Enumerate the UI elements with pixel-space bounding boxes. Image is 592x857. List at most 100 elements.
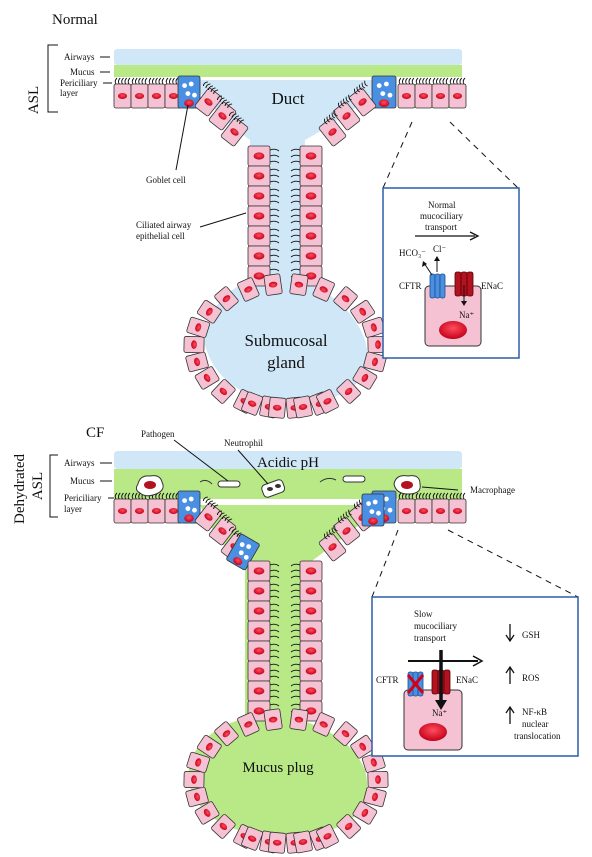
cilia	[114, 77, 131, 85]
ciliated-label-2: epithelial cell	[136, 231, 185, 241]
epithelial-cell	[194, 502, 223, 532]
epithelial-cell	[247, 225, 271, 247]
neutrophil-pointer	[237, 449, 269, 485]
epithelial-cell	[247, 560, 271, 582]
gsh-decrease-arrow	[505, 624, 515, 643]
epithelial-cell	[293, 395, 313, 419]
epithelial-cell	[299, 245, 323, 267]
mucus-plug-label: Mucus plug	[242, 760, 314, 776]
goblet-cell	[226, 533, 260, 571]
normal-cftr-channel	[429, 273, 446, 299]
cilia	[131, 492, 148, 500]
pathogen-pointer	[173, 439, 229, 482]
epithelial-cell	[147, 83, 166, 109]
epithelial-cell	[211, 379, 236, 404]
cilia	[202, 496, 219, 510]
epithelial-cell	[186, 316, 211, 338]
normal-enac-label: ENaC	[481, 281, 503, 291]
macrophage-pointer	[421, 486, 459, 491]
cf-airway-layer	[114, 451, 462, 469]
cf-dehydrated-label: Dehydrated	[12, 454, 28, 524]
epithelial-cell	[397, 83, 416, 109]
normal-inset: Normal mucociliary transport Cl⁻ HCO₃⁻	[382, 187, 520, 359]
cilia	[432, 77, 449, 85]
normal-title: Normal	[52, 12, 98, 28]
cf-inset: Slow mucociliary transport CFTR ENaC Na	[371, 596, 579, 757]
epithelial-cell	[299, 640, 323, 662]
cilia	[398, 492, 415, 500]
epithelial-cell	[350, 299, 376, 324]
normal-duct-lumen	[190, 80, 390, 405]
cilia	[432, 492, 449, 500]
normal-pcl-label-1: Periciliary	[60, 78, 98, 88]
cilia	[228, 526, 245, 540]
cf-pathogen-left	[199, 479, 241, 488]
epithelial-cell	[268, 831, 287, 854]
cf-mucus-label: Mucus	[70, 476, 95, 486]
epithelial-cell	[247, 145, 271, 167]
epithelial-cell	[183, 771, 205, 789]
epithelial-cell	[299, 165, 323, 187]
epithelial-cell	[299, 225, 323, 247]
cilia	[415, 77, 432, 85]
cl-label: Cl⁻	[433, 244, 447, 254]
epithelial-cell	[208, 101, 237, 131]
epithelial-cell	[299, 145, 323, 167]
cf-mucus-plug-fill	[188, 505, 385, 838]
cf-macrophage-right	[393, 475, 421, 495]
macrophage-label: Macrophage	[470, 485, 515, 495]
cf-cftr-label: CFTR	[376, 675, 399, 685]
cilia	[165, 492, 182, 500]
cilia	[415, 492, 432, 500]
cf-pathogen-right	[319, 475, 366, 483]
cl-arrowhead	[434, 256, 440, 261]
epithelial-cell	[214, 286, 239, 312]
hco3-label: HCO₃⁻	[399, 248, 426, 258]
ros-label: ROS	[522, 673, 540, 683]
cf-transport-2: mucociliary	[414, 621, 457, 631]
neutrophil-label: Neutrophil	[224, 438, 263, 448]
cilia	[216, 95, 233, 109]
cf-asl-label: ASL	[30, 472, 46, 500]
cf-na-label: Na⁺	[432, 708, 447, 718]
epithelial-cell	[352, 801, 378, 825]
epithelial-cell	[397, 498, 416, 524]
cf-pcl-label-1: Periciliary	[64, 493, 102, 503]
cilia	[114, 492, 131, 500]
nfkb-label-2: nuclear	[522, 719, 548, 729]
normal-transport-3: transport	[425, 222, 457, 232]
epithelial-cell	[113, 498, 132, 524]
epithelial-cell	[299, 600, 323, 622]
cf-transport-3: transport	[414, 633, 446, 643]
epithelial-cell	[352, 366, 378, 390]
cilia	[337, 94, 352, 109]
epithelial-cell	[247, 640, 271, 662]
epithelial-cell	[247, 680, 271, 702]
normal-asl-label: ASL	[26, 86, 42, 114]
epithelial-cell	[211, 814, 236, 839]
normal-na-arrowhead	[461, 301, 467, 306]
goblet-cell-label: Goblet cell	[146, 175, 186, 185]
cilia	[323, 110, 338, 125]
normal-asl-bracket	[47, 44, 58, 113]
epithelial-cell	[431, 83, 450, 109]
epithelial-cell	[448, 498, 467, 524]
cf-zoom-line-left	[371, 529, 399, 598]
acidic-ph-label: Acidic pH	[257, 455, 319, 471]
epithelial-cell	[363, 786, 387, 808]
epithelial-cell	[247, 185, 271, 207]
normal-cftr-label: CFTR	[399, 281, 422, 291]
epithelial-cell	[186, 751, 211, 773]
cilia	[398, 77, 415, 85]
epithelial-cell	[185, 351, 209, 373]
epithelial-cell	[350, 734, 376, 759]
epithelial-cell	[336, 379, 361, 404]
normal-duct-label: Duct	[271, 89, 304, 108]
normal-mucus-label: Mucus	[70, 67, 95, 77]
normal-transport-2: mucociliary	[420, 211, 463, 221]
cilia	[148, 77, 165, 85]
normal-mucus-layer	[114, 65, 462, 77]
normal-gland-label-1: Submucosal	[244, 331, 327, 350]
normal-panel: Normal ASL Airways Mucus Periciliary lay…	[26, 12, 520, 419]
